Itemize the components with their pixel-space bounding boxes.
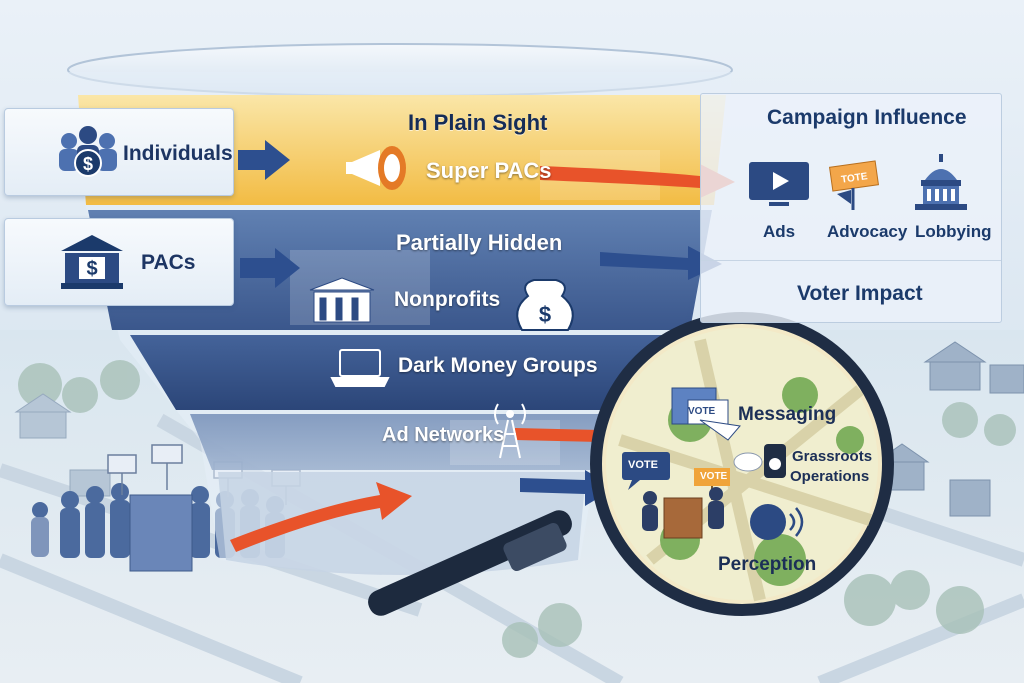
- arrow-pacs: [240, 248, 300, 288]
- campaign-influence-title: Campaign Influence: [767, 106, 967, 129]
- source-pacs-label: PACs: [141, 251, 196, 274]
- perception-label: Perception: [718, 554, 817, 575]
- messaging-label: Messaging: [738, 404, 837, 425]
- speech-bubble-icon: [622, 452, 670, 490]
- bank-icon: $: [61, 235, 123, 289]
- people-money-icon: $: [59, 126, 117, 177]
- arrow-tier2: [600, 246, 722, 280]
- influence-item-ads: Ads: [763, 222, 796, 241]
- nonprofits-label: Nonprofits: [394, 288, 501, 311]
- svg-text:TOTE: TOTE: [840, 171, 868, 186]
- svg-text:$: $: [83, 154, 93, 174]
- head-profile-icon: [750, 504, 804, 540]
- cloud-icon: [733, 452, 763, 472]
- capitol-icon: [915, 154, 967, 210]
- mailbox-vote-text: VOTE: [688, 406, 716, 417]
- advocacy-sign-icon: TOTE: [828, 160, 880, 210]
- svg-text:$: $: [539, 302, 551, 327]
- svg-text:$: $: [86, 258, 97, 280]
- source-individuals-label: Individuals: [123, 142, 233, 165]
- ballot-box: [129, 494, 193, 572]
- people-group-icon: [642, 487, 724, 531]
- influence-item-advocacy: Advocacy: [827, 222, 908, 241]
- megaphone-icon: [346, 146, 406, 190]
- phone-icon: [764, 444, 786, 478]
- tv-ad-icon: [749, 162, 809, 206]
- tier-partially-hidden-label: Partially Hidden: [396, 230, 563, 255]
- super-pacs-label: Super PACs: [426, 158, 552, 183]
- campaign-influence-panel: Campaign Influence TOTE Ads Advocacy Lob…: [700, 93, 1002, 323]
- influence-item-lobbying: Lobbying: [915, 222, 992, 241]
- ad-networks-label: Ad Networks: [382, 424, 505, 446]
- grassroots-label: Grassroots: [792, 448, 873, 465]
- bubble-vote-text: VOTE: [628, 459, 658, 471]
- arrow-superpacs: [540, 164, 735, 198]
- sign-vote-text: VOTE: [700, 471, 728, 482]
- voter-impact-label: Voter Impact: [797, 282, 923, 305]
- tier-in-plain-sight-label: In Plain Sight: [408, 110, 548, 135]
- arrow-crowd: [230, 482, 412, 552]
- source-individuals-box: $ Individuals: [4, 108, 234, 196]
- laptop-icon: [330, 349, 390, 387]
- vote-mailbox-icon: [671, 387, 741, 441]
- money-bag-icon: $: [516, 279, 574, 331]
- operations-label: Operations: [790, 468, 870, 485]
- source-pacs-box: $ PACs: [4, 218, 234, 306]
- dark-money-groups-label: Dark Money Groups: [398, 354, 598, 377]
- arrow-individuals: [238, 140, 290, 180]
- panel-divider: [701, 260, 1001, 261]
- antenna-icon: [494, 403, 526, 459]
- nonprofit-building-icon: [309, 277, 375, 323]
- lens-ballot-box: [663, 497, 703, 539]
